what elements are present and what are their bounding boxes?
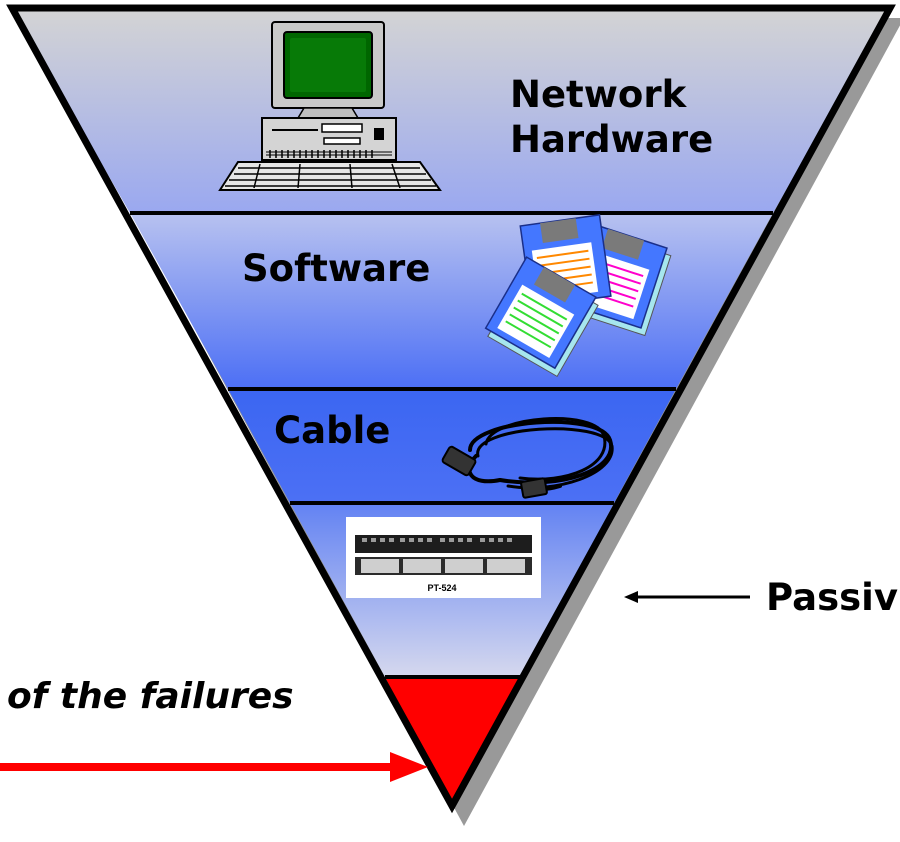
- layer-hardware-label-line2: Hardware: [510, 118, 714, 161]
- failures-arrow: [0, 752, 428, 782]
- layer-hardware-band: [12, 8, 890, 213]
- apex-red-band: [385, 677, 522, 806]
- layer-hardware-label: Network Hardware: [510, 72, 713, 162]
- cable-coil-icon: [441, 417, 614, 499]
- layer-software-band: [130, 213, 773, 389]
- patch-panel-caption: PT-524: [427, 583, 456, 593]
- pyramid-outline: [6, 4, 896, 814]
- layer-hardware-label-line1: Network: [510, 73, 687, 116]
- passive-annotation: Passiv: [766, 576, 898, 619]
- floppy-disks-icon: [484, 214, 672, 378]
- layer-dividers: [130, 211, 773, 679]
- patch-panel-icon: PT-524: [346, 517, 541, 598]
- failures-annotation: of the failures: [7, 676, 294, 717]
- passive-arrow: [624, 591, 750, 603]
- computer-icon: [218, 21, 442, 191]
- layer-software-label: Software: [242, 247, 431, 290]
- layer-cable-label: Cable: [274, 409, 391, 452]
